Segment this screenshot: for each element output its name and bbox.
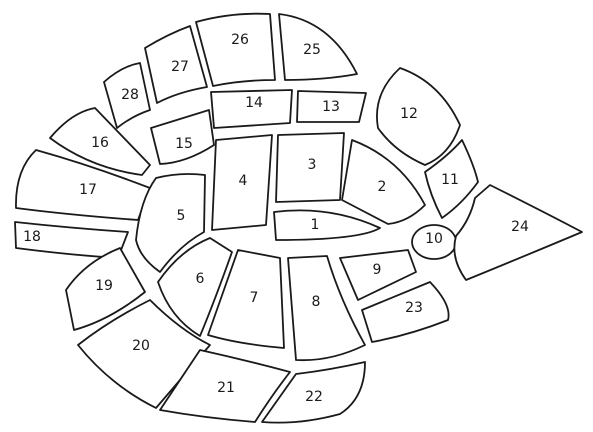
label-13: 13 (322, 99, 340, 115)
label-5: 5 (177, 208, 186, 224)
label-24: 24 (511, 219, 529, 235)
label-25: 25 (303, 42, 321, 58)
label-28: 28 (121, 87, 139, 103)
label-7: 7 (250, 290, 259, 306)
label-10: 10 (425, 231, 443, 247)
label-12: 12 (400, 106, 418, 122)
label-26: 26 (231, 32, 249, 48)
label-22: 22 (305, 389, 323, 405)
label-27: 27 (171, 59, 189, 75)
label-18: 18 (23, 229, 41, 245)
label-6: 6 (196, 271, 205, 287)
piece-1 (274, 210, 380, 240)
label-17: 17 (79, 182, 97, 198)
label-4: 4 (239, 173, 248, 189)
label-9: 9 (373, 262, 382, 278)
label-8: 8 (312, 294, 321, 310)
label-3: 3 (308, 157, 317, 173)
label-16: 16 (91, 135, 109, 151)
label-1: 1 (311, 217, 320, 233)
label-20: 20 (132, 338, 150, 354)
piece-12 (377, 68, 460, 165)
label-15: 15 (175, 136, 193, 152)
label-14: 14 (245, 95, 263, 111)
piece-26 (196, 14, 275, 86)
label-21: 21 (217, 380, 235, 396)
label-11: 11 (441, 172, 459, 188)
label-19: 19 (95, 278, 113, 294)
label-2: 2 (378, 179, 387, 195)
label-23: 23 (405, 300, 423, 316)
